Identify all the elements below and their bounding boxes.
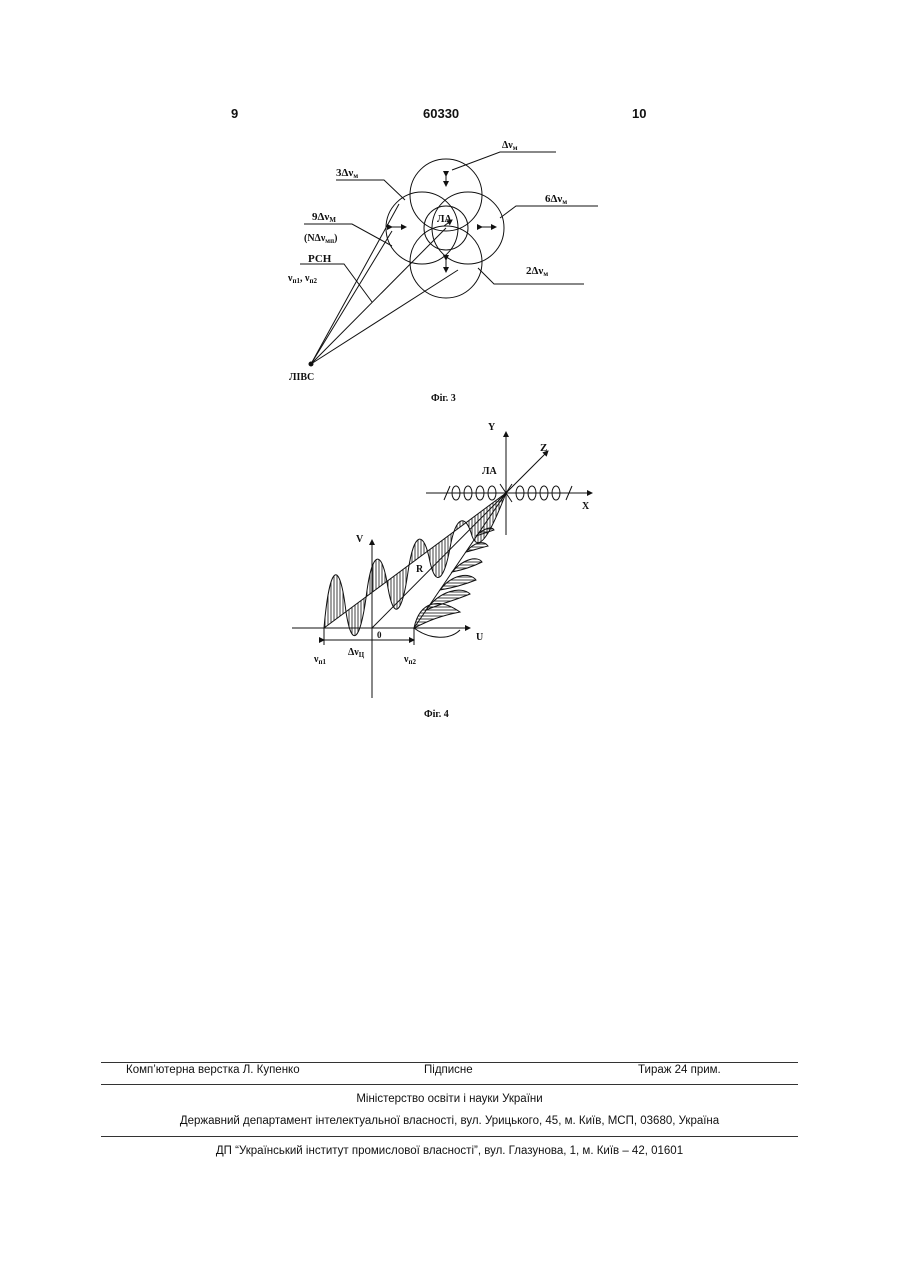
beam-1: [311, 204, 399, 364]
label-v: V: [356, 534, 364, 545]
label-zero: 0: [377, 630, 382, 640]
label-n-dnu: (NΔνмп): [304, 233, 337, 245]
label-2dnu: 2Δνм: [526, 265, 548, 278]
footer-ministry: Міністерство освіти і науки України: [101, 1093, 798, 1105]
label-u: U: [476, 632, 483, 643]
figure-4: [292, 432, 592, 698]
label-nu-p2: νп2: [403, 654, 417, 666]
beam-3: [311, 228, 446, 364]
footer-rule-middle: [101, 1084, 798, 1085]
beam-4: [311, 270, 458, 364]
livs-point: [309, 362, 313, 366]
label-r: R: [416, 564, 424, 575]
label-6dnu: 6Δνм: [545, 193, 567, 206]
label-la-fig4: ЛА: [482, 466, 497, 477]
label-x: X: [582, 501, 590, 512]
label-rsn: РСН: [308, 253, 332, 265]
footer-circulation: Тираж 24 прим.: [638, 1064, 721, 1076]
label-9dnu: 9ΔνМ: [312, 211, 336, 224]
figure-3-caption: Фіг. 3: [431, 393, 456, 404]
label-nu-p1-p2: νп1, νп2: [287, 273, 318, 285]
footer-signed: Підписне: [424, 1064, 473, 1076]
footer-rule-bottom: [101, 1136, 798, 1137]
beam-2: [311, 231, 392, 364]
footer-rule-top: [101, 1062, 798, 1063]
figure-3: [300, 152, 598, 366]
label-z: Z: [540, 442, 547, 454]
figure-4-caption: Фіг. 4: [424, 709, 449, 720]
label-livs: ЛІВС: [289, 372, 314, 383]
label-la: ЛА: [437, 214, 452, 225]
label-dnu-m: Δνм: [502, 140, 518, 152]
footer-institute: ДП “Український інститут промислової вла…: [101, 1145, 798, 1157]
footer-department: Державний департамент інтелектуальної вл…: [101, 1115, 798, 1127]
circle-left: [386, 192, 458, 264]
footer-typesetting: Комп’ютерна верстка Л. Купенко: [126, 1064, 300, 1076]
label-3dnu: 3Δνм: [336, 167, 358, 180]
label-y: Y: [488, 422, 496, 433]
label-nu-p1: νп1: [313, 654, 327, 666]
signal-wave-upper: [324, 493, 506, 636]
label-delta-nu: ΔνЦ: [348, 647, 365, 659]
